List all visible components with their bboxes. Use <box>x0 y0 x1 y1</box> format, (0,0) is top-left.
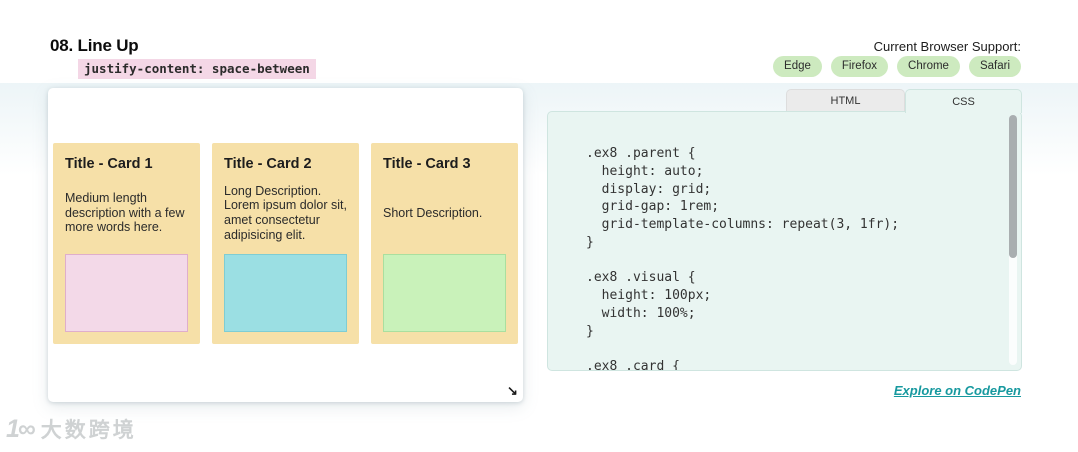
card-description: Short Description. <box>383 205 483 220</box>
badge-chrome: Chrome <box>897 56 960 77</box>
explore-codepen-link[interactable]: Explore on CodePen <box>893 383 1021 398</box>
demo-preview-panel: Title - Card 1 Medium length description… <box>48 88 523 402</box>
badge-safari: Safari <box>968 56 1021 77</box>
card-visual-box <box>383 254 506 332</box>
watermark-brand-text: 大数跨境 <box>40 419 137 442</box>
page-title: 08. Line Up <box>50 36 139 55</box>
code-line: height: auto; <box>586 163 704 179</box>
badge-edge: Edge <box>773 56 822 77</box>
card-visual-box <box>224 254 347 332</box>
code-line: display: grid; <box>586 181 712 197</box>
cards-grid: Title - Card 1 Medium length description… <box>53 143 518 344</box>
browser-badge-row: Edge Firefox Chrome Safari <box>773 56 1021 77</box>
code-line: } <box>586 234 594 250</box>
card-description-wrap: Long Description. Lorem ipsum dolor sit,… <box>224 172 347 254</box>
resize-cursor-icon[interactable]: ↘ <box>507 383 518 398</box>
css-code-block: .ex8 .parent { height: auto; display: gr… <box>586 145 900 371</box>
card-title: Title - Card 2 <box>224 156 312 172</box>
card-description: Long Description. Lorem ipsum dolor sit,… <box>224 183 347 242</box>
card-description-wrap: Medium length description with a few mor… <box>65 172 188 254</box>
css-code-panel: .ex8 .parent { height: auto; display: gr… <box>547 111 1022 371</box>
code-line: grid-template-columns: repeat(3, 1fr); <box>586 217 900 232</box>
tab-html[interactable]: HTML <box>786 89 905 112</box>
card-3: Title - Card 3 Short Description. <box>371 143 518 344</box>
browser-support-label: Current Browser Support: <box>873 39 1021 54</box>
card-2: Title - Card 2 Long Description. Lorem i… <box>212 143 359 344</box>
scrollbar-thumb[interactable] <box>1009 115 1017 258</box>
watermark: 1∞ 大数跨境 <box>6 414 137 444</box>
code-line <box>586 340 899 358</box>
card-visual-box <box>65 254 188 332</box>
code-line: .ex8 .visual { <box>586 270 696 286</box>
code-line: height: 100px; <box>586 288 712 303</box>
code-line: .ex8 .card { <box>586 359 680 371</box>
watermark-logo-icon: 1∞ <box>6 414 36 443</box>
tab-css[interactable]: CSS <box>905 89 1022 113</box>
code-line: width: 100%; <box>586 305 696 321</box>
card-description: Medium length description with a few mor… <box>65 191 185 235</box>
card-1: Title - Card 1 Medium length description… <box>53 143 200 344</box>
card-title: Title - Card 1 <box>65 156 153 172</box>
code-line: .ex8 .parent { <box>586 146 696 161</box>
card-description-wrap: Short Description. <box>383 172 506 254</box>
code-line: grid-gap: 1rem; <box>586 199 720 215</box>
css-property-highlight: justify-content: space-between <box>78 59 316 79</box>
badge-firefox: Firefox <box>830 56 889 77</box>
code-line <box>586 252 899 270</box>
card-title: Title - Card 3 <box>383 156 471 172</box>
code-line: } <box>586 323 594 339</box>
